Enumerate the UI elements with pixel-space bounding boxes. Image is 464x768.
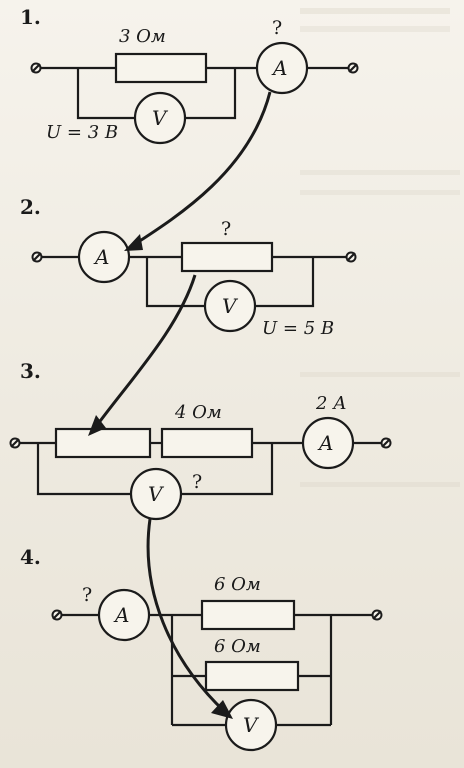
voltmeter-symbol: V (152, 106, 169, 130)
circuit-3: 3. 4 Ом 2 А A V ? (9, 359, 392, 521)
resistor-top (200, 599, 296, 631)
voltage-label: U = 3 В (46, 122, 118, 143)
circuit-1: 1. 3 Ом ? A V U = 3 В (20, 5, 359, 145)
arrow-3-to-4 (146, 518, 227, 714)
arrow-1-to-2 (131, 91, 272, 248)
resistor (160, 427, 254, 459)
circuit-2: 2. ? A V U = 5 В (20, 195, 357, 339)
resistor-label: 4 Ом (174, 402, 222, 423)
ammeter-unknown: ? (82, 584, 92, 606)
circuit-3-number: 3. (20, 359, 41, 383)
circuit-1-number: 1. (20, 5, 41, 29)
resistor-label: 3 Ом (119, 26, 166, 47)
current-label: 2 А (315, 393, 347, 414)
voltmeter-symbol: V (148, 482, 165, 506)
resistor (180, 241, 274, 273)
ammeter-symbol: A (93, 245, 109, 269)
arrowhead-2 (88, 415, 106, 436)
circuit-2-number: 2. (20, 195, 41, 219)
resistor-top-label: 6 Ом (214, 574, 261, 595)
voltmeter (133, 91, 187, 145)
voltmeter-unknown: ? (192, 471, 202, 493)
ammeter-unknown: ? (272, 17, 282, 39)
voltmeter-symbol: V (222, 294, 239, 318)
ammeter-symbol: A (317, 431, 333, 455)
resistor-bottom (204, 660, 300, 692)
resistor-bottom-label: 6 Ом (214, 636, 261, 657)
circuit-4-number: 4. (20, 545, 41, 569)
ammeter-symbol: A (271, 56, 287, 80)
resistor-unknown: ? (221, 218, 231, 240)
arrow-2-to-3 (93, 274, 197, 429)
voltmeter (129, 467, 183, 521)
voltmeter (203, 279, 257, 333)
arrowhead-1 (124, 234, 143, 251)
connector-arrows (88, 91, 272, 719)
circuit-4: 4. ? A 6 Ом 6 Ом V (20, 545, 383, 752)
resistor (114, 52, 208, 84)
ammeter-symbol: A (113, 603, 129, 627)
voltmeter-symbol: V (243, 713, 260, 737)
voltage-label: U = 5 В (262, 318, 334, 339)
arrowhead-3 (211, 700, 233, 719)
resistor-unknown-value (54, 427, 152, 459)
background-texture (300, 8, 460, 487)
